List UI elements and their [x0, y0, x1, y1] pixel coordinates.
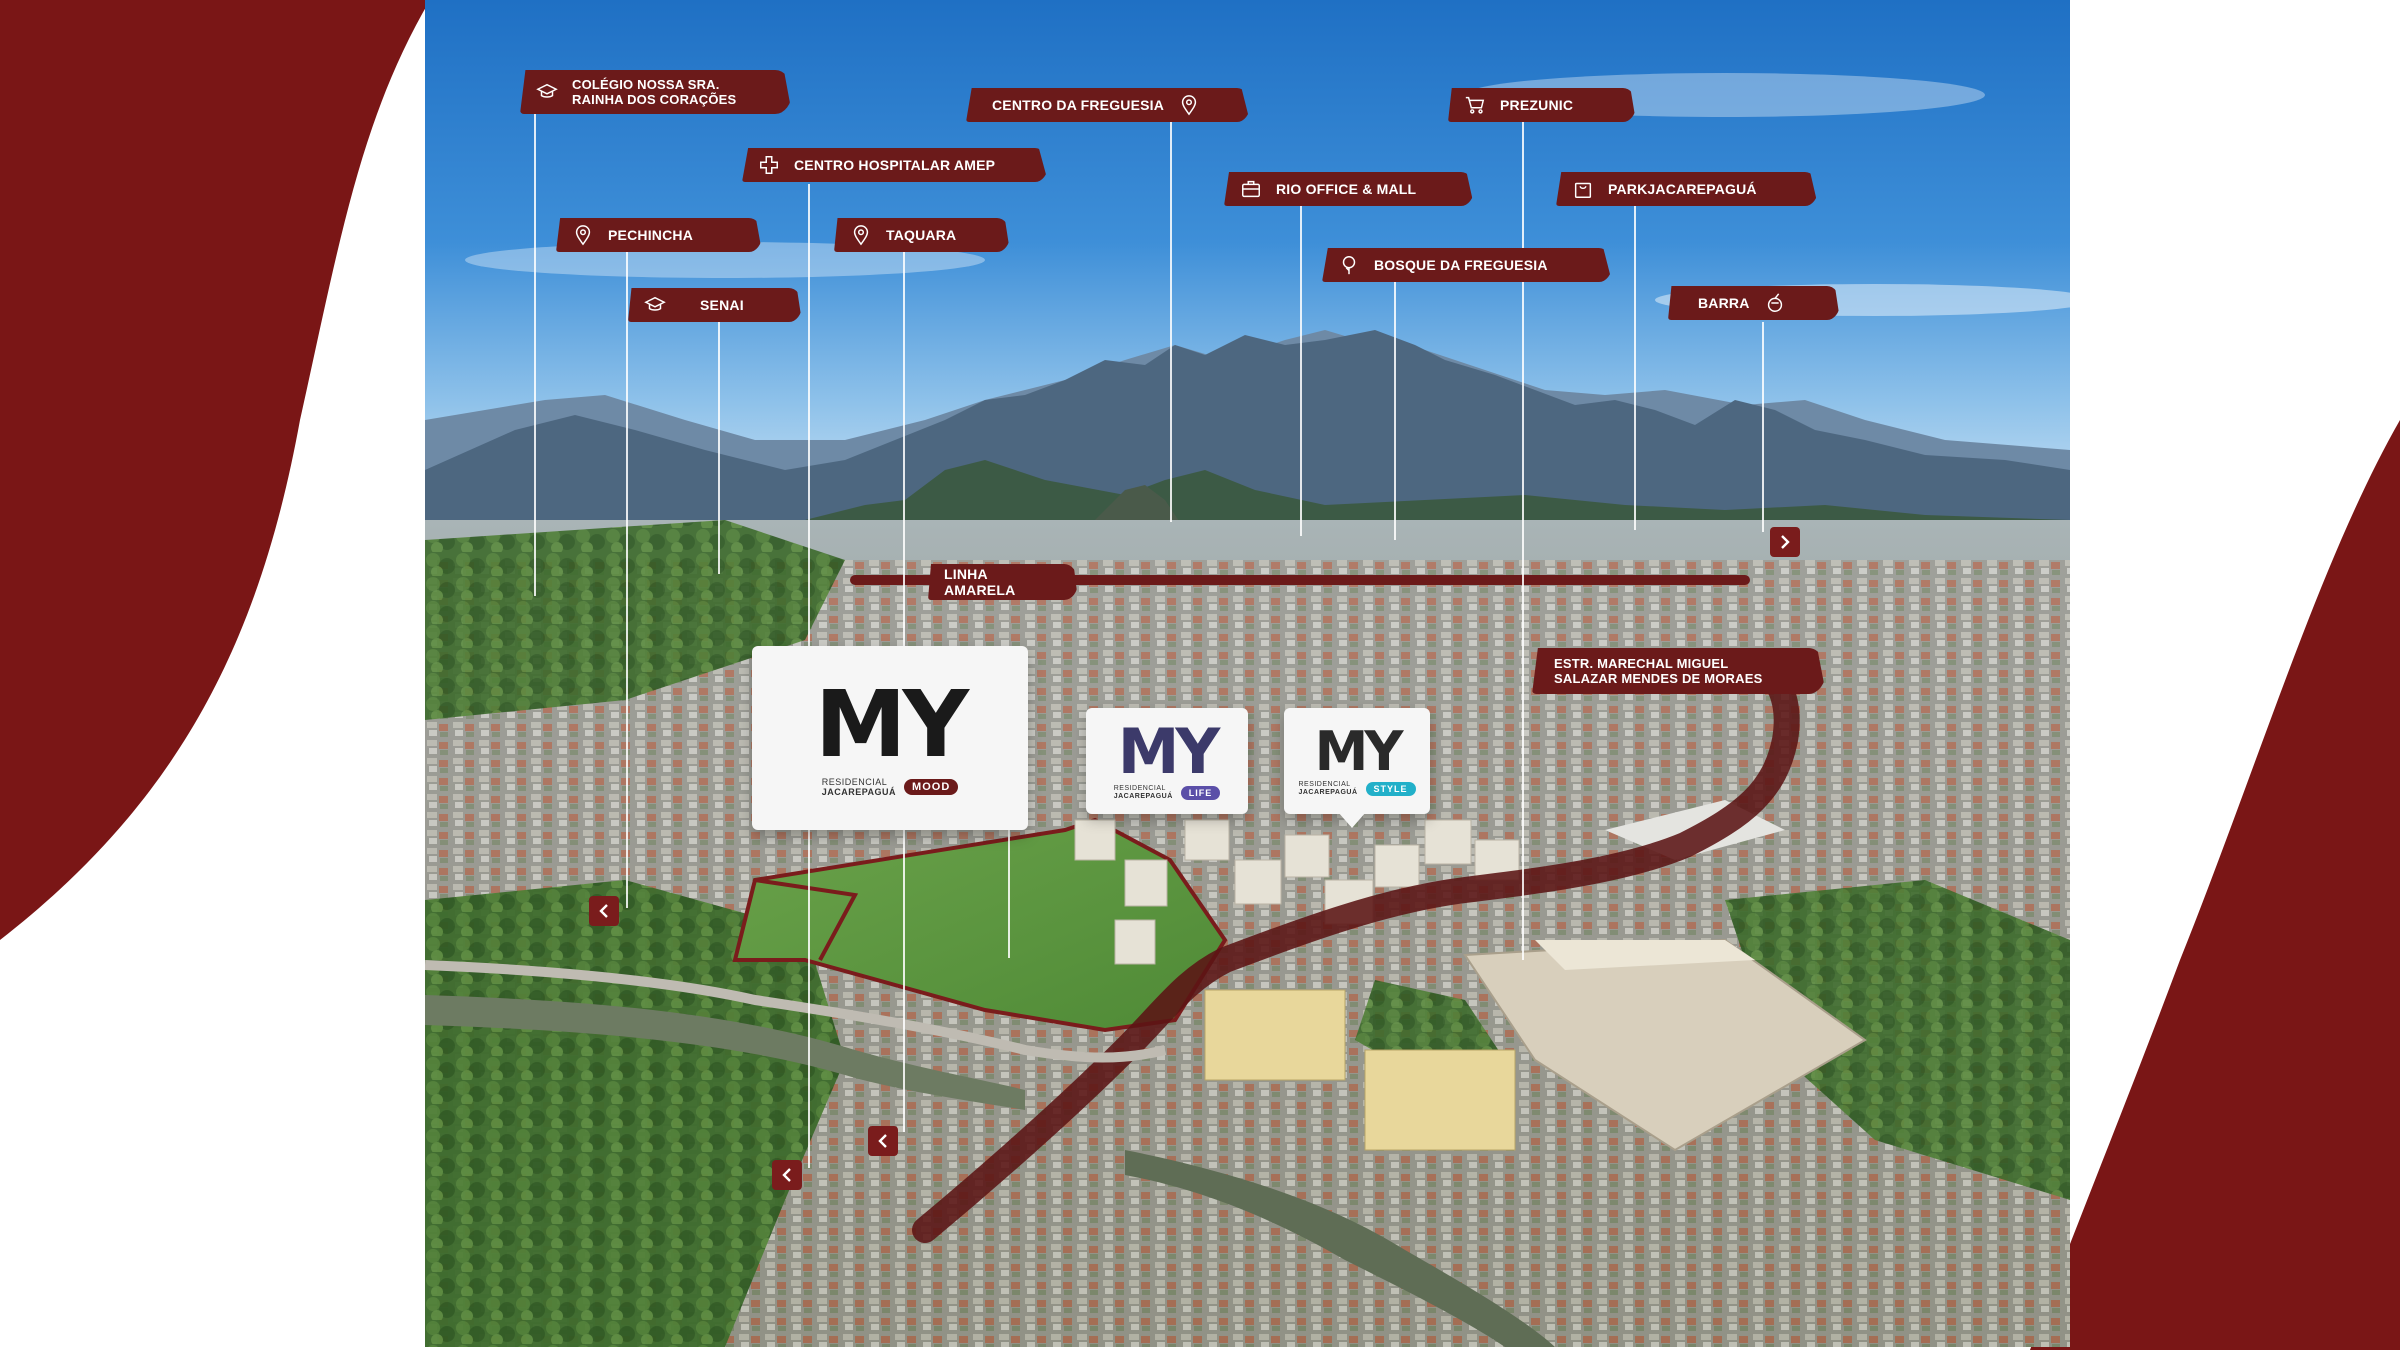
poi-pechincha[interactable]: PECHINCHA [556, 218, 762, 252]
shopping-cart-icon [1464, 94, 1486, 116]
poi-colegio[interactable]: COLÉGIO NOSSA SRA. RAINHA DOS CORAÇÕES [520, 70, 792, 114]
arrow-left-pechincha[interactable] [589, 896, 619, 926]
brand-logo-style-pointer [1338, 812, 1366, 828]
brand-tag-style: STYLE [1365, 782, 1416, 796]
road-label-linha-amarela[interactable]: LINHA AMARELA [928, 564, 1078, 600]
poi-label: SENAI [700, 297, 744, 313]
poi-label: TAQUARA [886, 227, 957, 243]
tree-icon [1338, 254, 1360, 276]
brand-subtitle: RESIDENCIAL JACAREPAGUÁ [821, 777, 897, 797]
coconut-drink-icon [1764, 292, 1786, 314]
poi-label: PARKJACAREPAGUÁ [1608, 181, 1757, 197]
shopping-bag-icon [1572, 178, 1594, 200]
graduation-cap-icon [644, 294, 666, 316]
brand-logo-style[interactable]: MY RESIDENCIAL JACAREPAGUÁ STYLE [1284, 708, 1430, 814]
briefcase-icon [1240, 178, 1262, 200]
location-pin-icon [850, 224, 872, 246]
brand-tag-life: LIFE [1180, 786, 1221, 800]
poi-label: PECHINCHA [608, 227, 694, 243]
poi-parkjacarepagua[interactable]: PARKJACAREPAGUÁ [1556, 172, 1818, 206]
chevron-left-icon [782, 1168, 791, 1182]
medical-cross-icon [758, 154, 780, 176]
leader-line-centro-freguesia [1170, 122, 1172, 522]
location-pin-icon [1178, 94, 1200, 116]
chevron-left-icon [878, 1134, 887, 1148]
leader-line-mood [1008, 820, 1010, 958]
brand-tag-mood: MOOD [904, 779, 959, 795]
poi-barra[interactable]: BARRA [1668, 286, 1840, 320]
road-label: ESTR. MARECHAL MIGUEL SALAZAR MENDES DE … [1554, 656, 1763, 686]
leader-line-prezunic [1522, 122, 1524, 960]
road-label: LINHA AMARELA [944, 566, 1016, 598]
poi-label: CENTRO DA FREGUESIA [992, 97, 1165, 113]
brand-logo-mood[interactable]: MY RESIDENCIAL JACAREPAGUÁ MOOD [752, 646, 1028, 830]
poi-centro-freguesia[interactable]: CENTRO DA FREGUESIA [966, 88, 1250, 122]
road-label-estrada[interactable]: ESTR. MARECHAL MIGUEL SALAZAR MENDES DE … [1532, 648, 1826, 694]
poi-label: BOSQUE DA FREGUESIA [1374, 257, 1548, 273]
arrow-left-taquara[interactable] [868, 1126, 898, 1156]
poi-senai[interactable]: SENAI [628, 288, 802, 322]
leader-line-senai [718, 322, 720, 574]
brand-subtitle: RESIDENCIAL JACAREPAGUÁ [1298, 781, 1358, 796]
arrow-right-barra[interactable] [1770, 527, 1800, 557]
brand-mark: MY [1117, 715, 1221, 788]
leader-line-park [1634, 206, 1636, 530]
poi-label: PREZUNIC [1500, 97, 1574, 113]
poi-label: COLÉGIO NOSSA SRA. RAINHA DOS CORAÇÕES [572, 77, 737, 107]
arrow-left-hospitalar[interactable] [772, 1160, 802, 1190]
poi-rio-office[interactable]: RIO OFFICE & MALL [1224, 172, 1474, 206]
brand-mark: MY [814, 671, 969, 778]
poi-label: CENTRO HOSPITALAR AMEP [794, 157, 996, 173]
leader-line-colegio [534, 108, 536, 596]
poi-prezunic[interactable]: PREZUNIC [1448, 88, 1636, 122]
leader-line-rio-office [1300, 206, 1302, 536]
chevron-right-icon [1781, 535, 1790, 549]
brand-logo-life[interactable]: MY RESIDENCIAL JACAREPAGUÁ LIFE [1086, 708, 1248, 814]
location-pin-icon [572, 224, 594, 246]
poi-label: RIO OFFICE & MALL [1276, 181, 1417, 197]
chevron-left-icon [599, 904, 608, 918]
poi-taquara[interactable]: TAQUARA [834, 218, 1010, 252]
brand-subtitle: RESIDENCIAL JACAREPAGUÁ [1113, 785, 1173, 800]
poi-bosque-freguesia[interactable]: BOSQUE DA FREGUESIA [1322, 248, 1612, 282]
brand-mark: MY [1314, 720, 1404, 783]
poi-centro-hospitalar[interactable]: CENTRO HOSPITALAR AMEP [742, 148, 1048, 182]
poi-label: BARRA [1698, 295, 1750, 311]
graduation-cap-icon [536, 81, 558, 103]
leader-line-barra [1762, 322, 1764, 532]
leader-line-bosque [1394, 282, 1396, 540]
leader-line-pechincha [626, 252, 628, 908]
